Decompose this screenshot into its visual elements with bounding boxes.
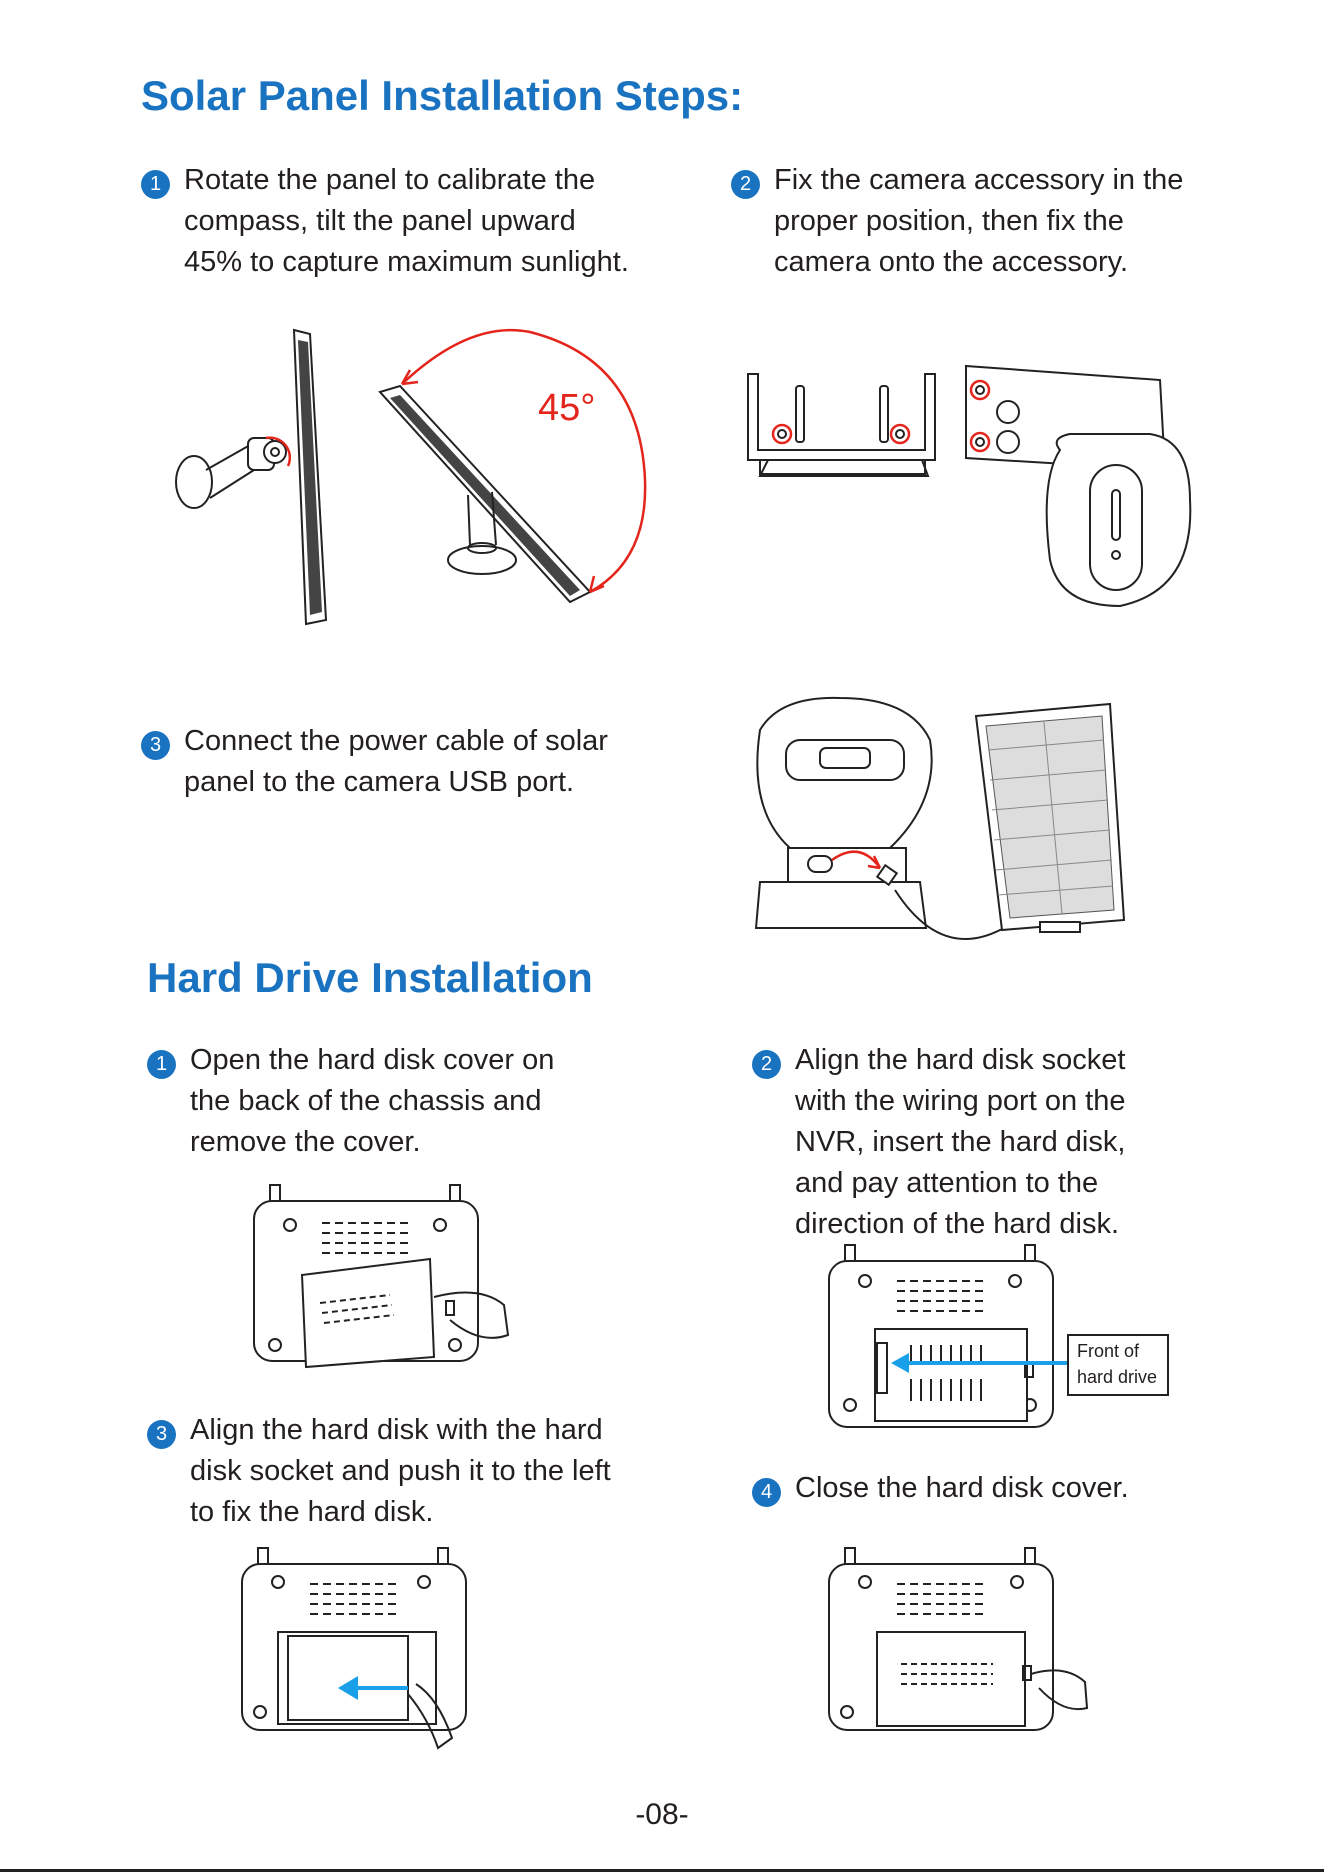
nvr-open-cover-illustration <box>253 1184 510 1369</box>
solar-panel-rotate-illustration: 45° <box>175 328 647 626</box>
step-number-badge: 3 <box>141 731 170 760</box>
step-number-badge: 1 <box>147 1050 176 1079</box>
solar-step-1: 1 Rotate the panel to calibrate the comp… <box>141 160 629 283</box>
step-number-badge: 4 <box>752 1478 781 1507</box>
front-of-hard-drive-callout <box>1067 1334 1169 1396</box>
nvr-insert-disk-illustration: Front of hard drive <box>828 1244 1169 1428</box>
hdd-step-3: 3 Align the hard disk with the hard disk… <box>147 1410 611 1533</box>
camera-accessory-illustration <box>747 364 1192 608</box>
camera-base <box>754 881 928 929</box>
hard-disk-bay <box>874 1328 1028 1422</box>
page-number: -08- <box>635 1798 689 1831</box>
step-text: Open the hard disk cover on the back of … <box>190 1044 555 1158</box>
bottom-rule <box>0 1869 1324 1872</box>
step-text: Fix the camera accessory in the proper p… <box>774 164 1184 278</box>
callout-line-2: hard drive <box>1077 1367 1157 1387</box>
step-number-badge: 2 <box>752 1050 781 1079</box>
callout-line-1: Front of <box>1077 1341 1140 1361</box>
step-text: Rotate the panel to calibrate the compas… <box>184 164 629 278</box>
solar-step-2: 2 Fix the camera accessory in the proper… <box>731 160 1183 283</box>
hdd-step-1: 1 Open the hard disk cover on the back o… <box>147 1040 554 1163</box>
nvr-close-cover-illustration <box>828 1547 1089 1731</box>
step-number-badge: 1 <box>141 170 170 199</box>
solar-section-title: Solar Panel Installation Steps: <box>141 72 744 119</box>
hdd-step-2: 2 Align the hard disk socket with the wi… <box>752 1040 1125 1245</box>
step-number-badge: 3 <box>147 1420 176 1449</box>
step-text: Connect the power cable of solar panel t… <box>184 725 608 798</box>
hard-disk-cover <box>876 1631 1026 1727</box>
usb-port <box>807 855 833 873</box>
hdd-step-4: 4 Close the hard disk cover. <box>752 1468 1129 1509</box>
panel-stand-base <box>447 545 517 575</box>
nvr-push-disk-illustration <box>241 1547 467 1750</box>
rotate-arrow <box>265 436 292 467</box>
wall-mount-base <box>175 455 213 509</box>
mounting-bracket <box>747 373 936 461</box>
step-number-badge: 2 <box>731 170 760 199</box>
hard-disk-cover <box>300 1257 436 1369</box>
tilt-angle-arc <box>401 328 647 594</box>
angle-label: 45° <box>538 387 595 429</box>
step-text: Align the hard disk socket with the wiri… <box>795 1044 1126 1240</box>
hdd-section-title: Hard Drive Installation <box>147 954 593 1001</box>
solar-cable-connection-illustration <box>754 696 1126 940</box>
step-text: Align the hard disk with the hard disk s… <box>190 1414 611 1528</box>
solar-step-3: 3 Connect the power cable of solar panel… <box>141 721 608 803</box>
step-text: Close the hard disk cover. <box>795 1472 1129 1504</box>
